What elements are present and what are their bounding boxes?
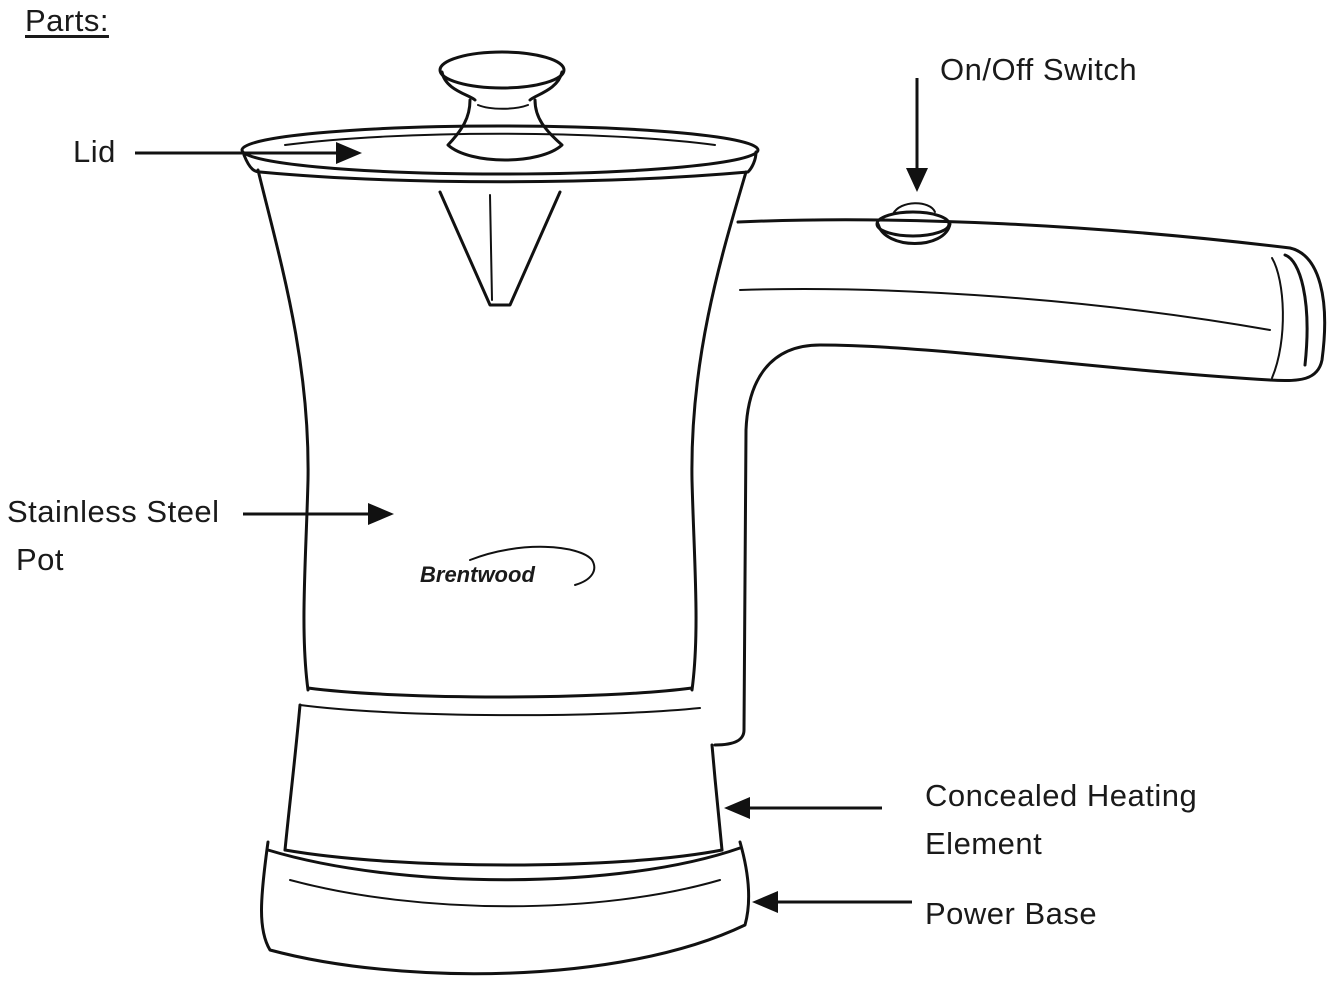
heating-section [283,703,724,867]
brand-logo: Brentwood [420,545,596,587]
lid [240,124,760,307]
parts-title: Parts: [25,3,109,38]
label-power-base: Power Base [925,896,1098,931]
arrow-lid [135,142,362,164]
arrow-pot [243,503,394,525]
on-off-switch [875,202,952,245]
arrow-switch [906,78,928,192]
power-base [260,840,751,976]
label-lid: Lid [73,134,116,169]
lid-knob [438,50,566,162]
handle [713,218,1327,747]
arrow-base [752,891,912,913]
label-heating-line1: Concealed Heating [925,778,1198,813]
brand-text: Brentwood [420,562,535,587]
label-pot-line1: Stainless Steel [7,494,220,529]
arrow-heating [724,797,882,819]
label-heating-line2: Element [925,826,1043,861]
label-pot-line2: Pot [16,542,65,577]
label-on-off-switch: On/Off Switch [940,52,1138,87]
pot-body [256,168,748,717]
